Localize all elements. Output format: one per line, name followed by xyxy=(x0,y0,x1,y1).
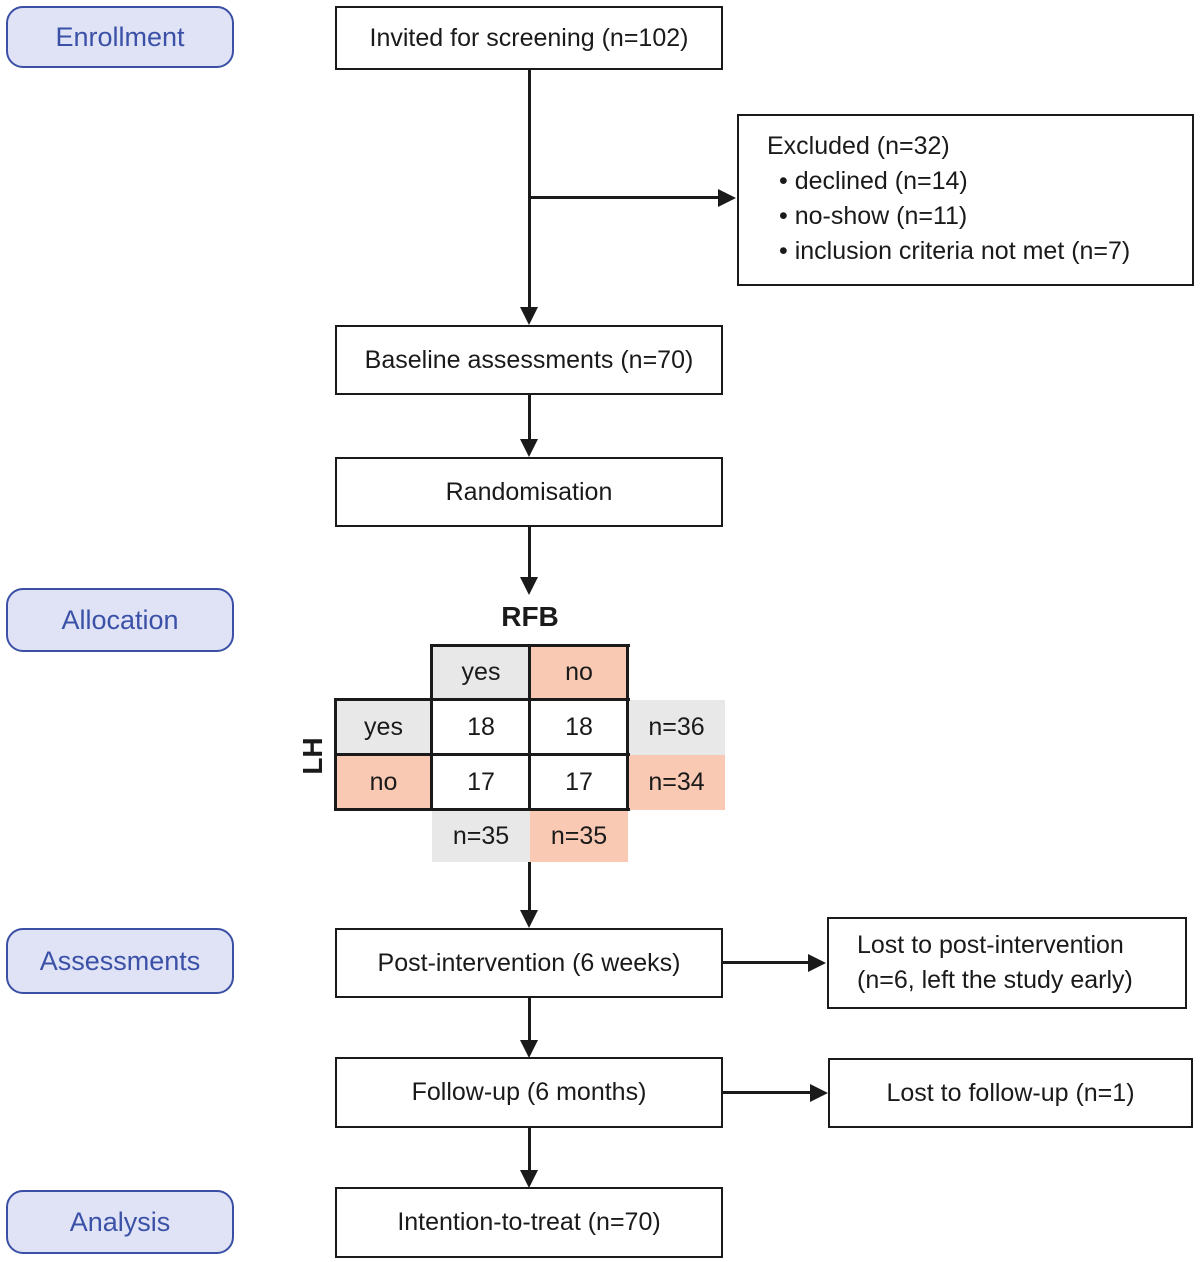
table-cell-yes-no: 18 xyxy=(565,713,593,741)
arrowhead-right-icon xyxy=(810,1084,828,1102)
arrowhead-down-icon xyxy=(520,307,538,325)
stage-badge-allocation: Allocation xyxy=(6,588,234,652)
excluded-reason-item: inclusion criteria not met (n=7) xyxy=(779,234,1131,269)
table-row-total-yes: n=36 xyxy=(628,700,725,755)
table-row-header-no: no xyxy=(335,755,432,810)
excluded-reason-list: declined (n=14) no-show (n=11) inclusion… xyxy=(767,164,1131,269)
flow-line xyxy=(528,527,531,578)
arrowhead-down-icon xyxy=(520,1040,538,1058)
lost-to-post-intervention-box: Lost to post-intervention (n=6, left the… xyxy=(827,917,1187,1009)
excluded-reason-item: declined (n=14) xyxy=(779,164,1130,199)
table-cell-no-no: 17 xyxy=(565,768,593,796)
flow-line xyxy=(528,862,531,912)
table-grid-line xyxy=(528,644,531,811)
lost-to-followup-box: Lost to follow-up (n=1) xyxy=(828,1058,1193,1128)
arrowhead-down-icon xyxy=(520,910,538,928)
table-col-header-yes: yes xyxy=(432,645,530,700)
allocation-column-factor-label: RFB xyxy=(501,601,559,632)
stage-badge-assessments: Assessments xyxy=(6,928,234,994)
table-col-total-yes: n=35 xyxy=(432,810,530,862)
branch-line-lost-followup xyxy=(723,1091,811,1094)
invited-for-screening-box: Invited for screening (n=102) xyxy=(335,6,723,70)
followup-box: Follow-up (6 months) xyxy=(335,1057,723,1128)
lost-post-line2: (n=6, left the study early) xyxy=(857,966,1133,994)
table-grid-line xyxy=(334,808,630,811)
branch-line-lost-post xyxy=(723,961,809,964)
post-intervention-box: Post-intervention (6 weeks) xyxy=(335,928,723,998)
table-grid-line xyxy=(334,753,630,756)
excluded-reason-item: no-show (n=11) xyxy=(779,199,1130,234)
arrowhead-right-icon xyxy=(718,189,736,207)
table-grid-line xyxy=(334,698,337,811)
flow-line xyxy=(528,395,531,440)
excluded-title: Excluded (n=32) xyxy=(767,132,950,160)
stage-badge-enrollment: Enrollment xyxy=(6,6,234,68)
stage-badge-analysis: Analysis xyxy=(6,1190,234,1254)
flow-line xyxy=(528,1128,531,1171)
table-cell-yes-yes: 18 xyxy=(467,713,495,741)
table-col-total-no: n=35 xyxy=(530,810,628,862)
lost-post-line1: Lost to post-intervention xyxy=(857,931,1124,959)
table-grid-line xyxy=(626,644,629,811)
branch-line-excluded xyxy=(530,196,720,199)
table-cell-no-yes: 17 xyxy=(467,768,495,796)
baseline-assessments-box: Baseline assessments (n=70) xyxy=(335,325,723,395)
allocation-row-factor-label: LH xyxy=(297,737,328,775)
arrowhead-down-icon xyxy=(520,1170,538,1188)
arrowhead-down-icon xyxy=(520,439,538,457)
arrowhead-right-icon xyxy=(808,954,826,972)
table-row-header-yes: yes xyxy=(335,700,432,755)
flow-line xyxy=(528,70,531,308)
randomisation-box: Randomisation xyxy=(335,457,723,527)
intention-to-treat-box: Intention-to-treat (n=70) xyxy=(335,1187,723,1258)
flow-line xyxy=(528,998,531,1041)
table-grid-line xyxy=(430,644,433,811)
table-grid-line xyxy=(334,698,630,701)
arrowhead-down-icon xyxy=(520,577,538,595)
table-col-header-no: no xyxy=(530,645,628,700)
excluded-box: Excluded (n=32) declined (n=14) no-show … xyxy=(737,114,1194,286)
table-row-total-no: n=34 xyxy=(628,755,725,810)
